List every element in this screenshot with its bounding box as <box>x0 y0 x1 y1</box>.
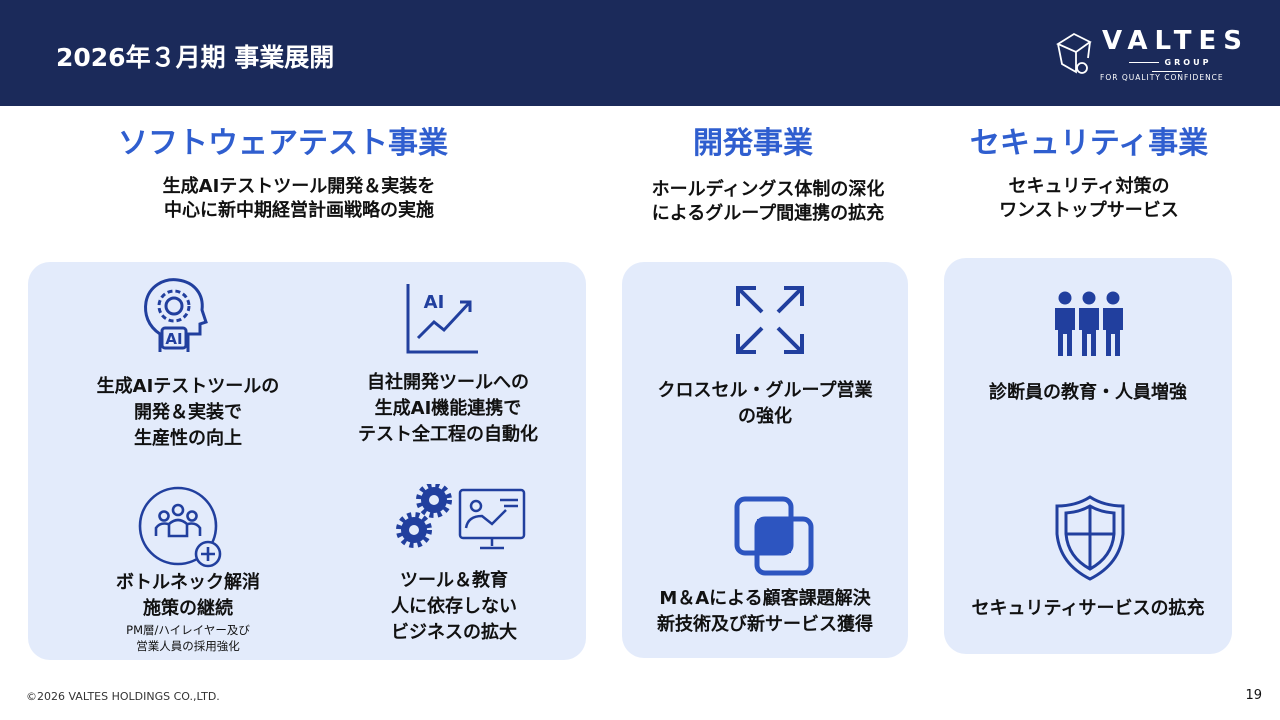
expand-arrows-icon <box>736 286 804 354</box>
development-subtitle: ホールディングス体制の深化 によるグループ間連携の拡充 <box>612 178 924 226</box>
svg-text:AI: AI <box>165 330 182 348</box>
copyright: ©2026 VALTES HOLDINGS CO.,LTD. <box>26 690 220 703</box>
item-security-service: セキュリティサービスの拡充 <box>944 596 1232 622</box>
development-heading: 開発事業 <box>693 126 813 161</box>
item-line: 生成AIテストツールの <box>96 376 280 397</box>
subtitle-line: によるグループ間連携の拡充 <box>651 203 885 224</box>
item-line: 生成AI機能連携で <box>374 398 522 419</box>
item-line: ボトルネック解消 <box>116 572 260 593</box>
item-note: PM層/ハイレイヤー及び <box>126 623 250 637</box>
team-add-icon <box>138 486 222 568</box>
software-test-panel <box>28 262 586 660</box>
gears-training-icon <box>396 484 526 550</box>
item-line: M＆Aによる顧客課題解決 <box>659 588 871 609</box>
item-cross-sell: クロスセル・グループ営業 の強化 <box>622 378 908 430</box>
ai-label: AI <box>424 292 445 313</box>
item-line: ビジネスの拡大 <box>391 622 517 643</box>
logo-group: GROUP <box>1102 58 1232 76</box>
subtitle-line: ワンストップサービス <box>999 200 1179 221</box>
item-line: ツール＆教育 <box>400 570 508 591</box>
subtitle-line: ホールディングス体制の深化 <box>651 179 885 200</box>
item-note: 営業人員の採用強化 <box>136 639 240 653</box>
item-line: セキュリティサービスの拡充 <box>971 598 1205 619</box>
software-test-heading: ソフトウェアテスト事業 <box>118 126 448 161</box>
item-line: 施策の継続 <box>143 598 233 619</box>
item-line: 診断員の教育・人員増強 <box>989 382 1187 403</box>
security-subtitle: セキュリティ対策の ワンストップサービス <box>944 175 1234 223</box>
item-line: 自社開発ツールへの <box>367 372 529 393</box>
ai-growth-chart-icon: AI <box>406 284 478 354</box>
valtes-logo: VALTES GROUP FOR QUALITY CONFIDENCE <box>1054 26 1244 86</box>
item-inhouse-tool-ai: 自社開発ツールへの 生成AI機能連携で テスト全工程の自動化 <box>320 370 576 448</box>
development-panel <box>622 262 908 658</box>
item-line: 開発＆実装で <box>134 402 242 423</box>
subtitle-line: 中心に新中期経営計画戦略の実施 <box>164 200 434 221</box>
item-generative-ai-tool: 生成AIテストツールの 開発＆実装で 生産性の向上 <box>60 374 316 452</box>
item-line: の強化 <box>738 406 792 427</box>
subtitle-line: 生成AIテストツール開発＆実装を <box>162 176 436 197</box>
item-tool-education: ツール＆教育 人に依存しない ビジネスの拡大 <box>326 568 582 646</box>
ai-head-gear-icon: AI <box>144 278 208 352</box>
people-icon <box>1055 291 1123 356</box>
item-line: 人に依存しない <box>391 596 517 617</box>
item-line: テスト全工程の自動化 <box>358 424 538 445</box>
logo-name: VALTES <box>1102 26 1249 56</box>
logo-tagline: FOR QUALITY CONFIDENCE <box>1100 73 1224 82</box>
page-number: 19 <box>1245 688 1262 703</box>
security-heading: セキュリティ事業 <box>969 126 1209 161</box>
logo-mark-icon <box>1056 32 1092 74</box>
item-m-and-a: M＆Aによる顧客課題解決 新技術及び新サービス獲得 <box>622 586 908 638</box>
item-bottleneck: ボトルネック解消 施策の継続 PM層/ハイレイヤー及び 営業人員の採用強化 <box>60 570 316 654</box>
shield-icon <box>1055 495 1125 581</box>
subtitle-line: セキュリティ対策の <box>1008 176 1170 197</box>
software-test-subtitle: 生成AIテストツール開発＆実装を 中心に新中期経営計画戦略の実施 <box>28 175 570 223</box>
header-bar: 2026年３月期 事業展開 VALTES GROUP FOR QUALITY C… <box>0 0 1280 106</box>
overlapping-squares-icon <box>734 496 814 576</box>
item-line: 生産性の向上 <box>134 428 242 449</box>
item-security-staff: 診断員の教育・人員増強 <box>944 380 1232 406</box>
slide-title: 2026年３月期 事業展開 <box>56 43 335 72</box>
item-line: 新技術及び新サービス獲得 <box>657 614 873 635</box>
item-line: クロスセル・グループ営業 <box>657 380 873 401</box>
